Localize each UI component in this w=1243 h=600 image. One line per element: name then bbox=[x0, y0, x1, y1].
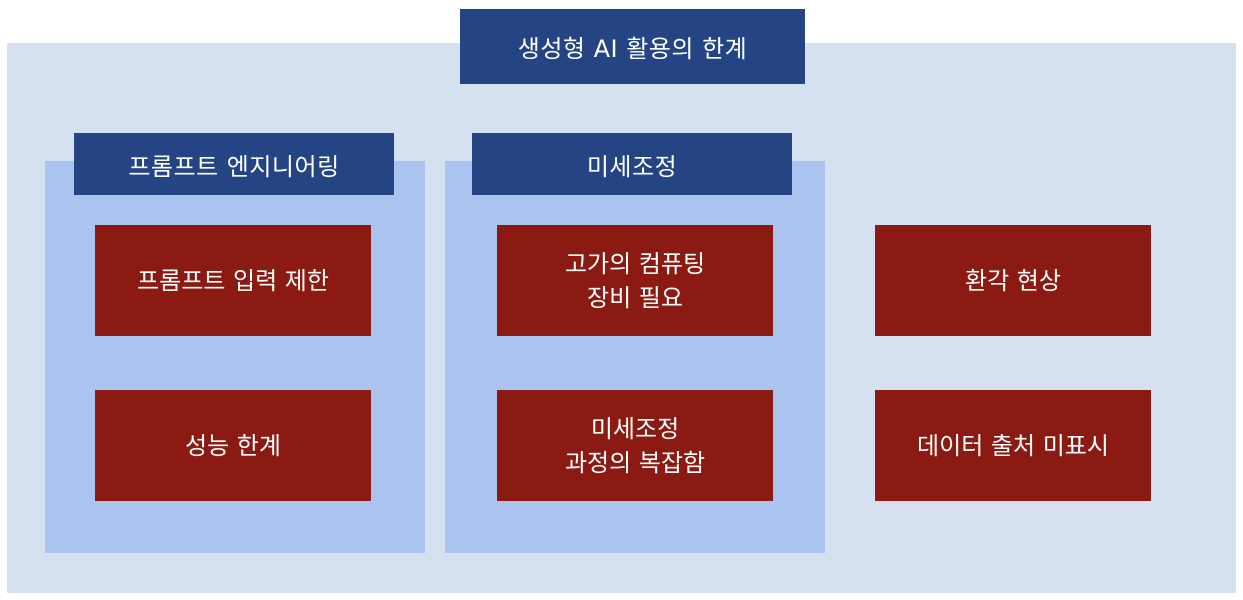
item-fine-tuning-complexity: 미세조정 과정의 복잡함 bbox=[497, 390, 773, 501]
item-prompt-input-limit: 프롬프트 입력 제한 bbox=[95, 225, 371, 336]
item-performance-limit: 성능 한계 bbox=[95, 390, 371, 501]
group-header-prompt-engineering: 프롬프트 엔지니어링 bbox=[74, 133, 394, 195]
item-hallucination: 환각 현상 bbox=[875, 225, 1151, 336]
item-no-data-source: 데이터 출처 미표시 bbox=[875, 390, 1151, 501]
group-header-fine-tuning: 미세조정 bbox=[472, 133, 792, 195]
diagram-title: 생성형 AI 활용의 한계 bbox=[460, 9, 805, 84]
item-expensive-computing: 고가의 컴퓨팅 장비 필요 bbox=[497, 225, 773, 336]
